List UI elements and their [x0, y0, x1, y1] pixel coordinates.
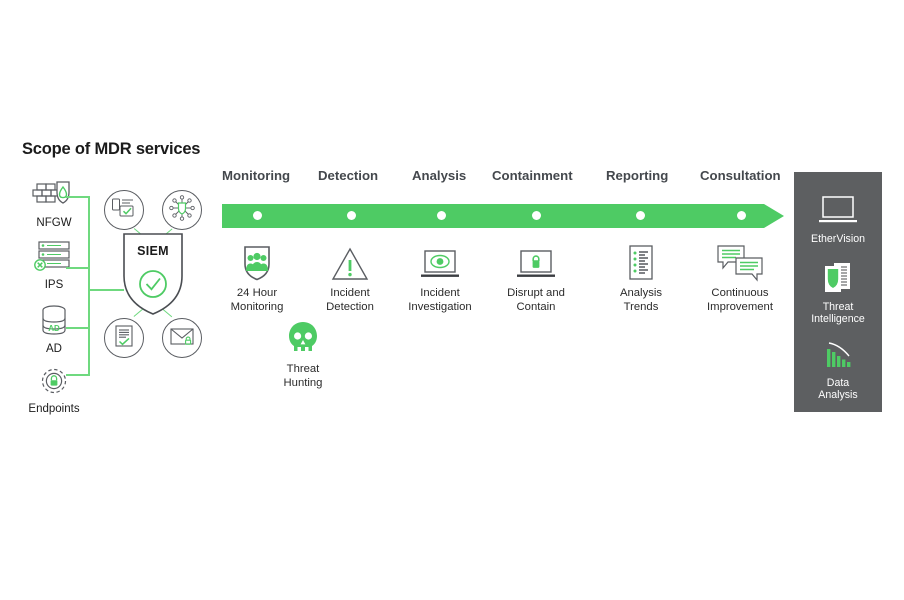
node-devices-check[interactable]	[104, 190, 144, 230]
laptop-eye-icon	[385, 242, 495, 282]
svg-text:AD: AD	[48, 324, 60, 333]
chat-bubbles-icon	[685, 242, 795, 282]
page-title: Scope of MDR services	[22, 140, 201, 158]
data-source-endpoints[interactable]: Endpoints	[8, 361, 100, 416]
skull-icon	[248, 318, 358, 358]
phase-header-containment: Containment	[492, 168, 573, 183]
warning-triangle-icon	[295, 242, 405, 282]
data-source-label: IPS	[44, 279, 64, 291]
shield-documents-icon	[794, 256, 882, 300]
data-source-ad[interactable]: AD AD	[8, 301, 100, 356]
email-lock-icon	[169, 326, 195, 351]
bus-line-vertical	[88, 197, 90, 375]
data-source-label: AD	[46, 343, 62, 355]
bar-chart-trend-icon	[794, 332, 882, 376]
node-email-lock[interactable]	[162, 318, 202, 358]
bus-line-endpoints	[66, 374, 90, 376]
database-ad-icon: AD	[8, 301, 100, 341]
laptop-icon	[794, 188, 882, 232]
network-shield-icon	[168, 194, 196, 227]
timeline-dot-detection	[347, 211, 356, 220]
timeline-dot-reporting	[636, 211, 645, 220]
data-sources-group: NFGW	[8, 175, 100, 415]
siem-cluster: SIEM	[98, 188, 210, 360]
siem-label: SIEM	[137, 244, 169, 258]
phase-header-consultation: Consultation	[700, 168, 781, 183]
timeline: Monitoring Detection Analysis Containmen…	[222, 168, 784, 418]
bus-line-ips	[66, 267, 90, 269]
timeline-dot-consultation	[737, 211, 746, 220]
bus-line-ad	[66, 327, 90, 329]
data-source-nfgw[interactable]: NFGW	[8, 175, 100, 230]
devices-check-icon	[111, 197, 137, 224]
data-source-label: Endpoints	[28, 403, 80, 415]
phase-header-detection: Detection	[318, 168, 379, 183]
shield-check-icon	[123, 233, 183, 315]
timeline-dot-containment	[532, 211, 541, 220]
product-label: EtherVision	[811, 233, 865, 245]
phase-header-analysis: Analysis	[412, 168, 467, 183]
node-network-shield[interactable]	[162, 190, 202, 230]
product-ethervision[interactable]: EtherVision	[794, 188, 882, 245]
data-source-label: NFGW	[36, 217, 72, 229]
server-stack-blocked-icon	[8, 237, 100, 277]
report-check-icon	[113, 324, 135, 353]
shield-people-icon	[202, 242, 312, 282]
bus-line-nfgw	[66, 196, 90, 198]
timeline-dot-monitoring	[253, 211, 262, 220]
bus-line-to-siem	[88, 289, 124, 291]
checklist-document-icon	[586, 242, 696, 282]
phase-header-reporting: Reporting	[606, 168, 669, 183]
timeline-dot-analysis	[437, 211, 446, 220]
data-source-ips[interactable]: IPS	[8, 237, 100, 292]
timeline-arrow-bar	[222, 204, 784, 228]
gear-lock-icon	[8, 361, 100, 401]
phase-header-monitoring: Monitoring	[222, 168, 291, 183]
node-report-check[interactable]	[104, 318, 144, 358]
firewall-shield-icon	[8, 175, 100, 215]
laptop-lock-icon	[481, 242, 591, 282]
